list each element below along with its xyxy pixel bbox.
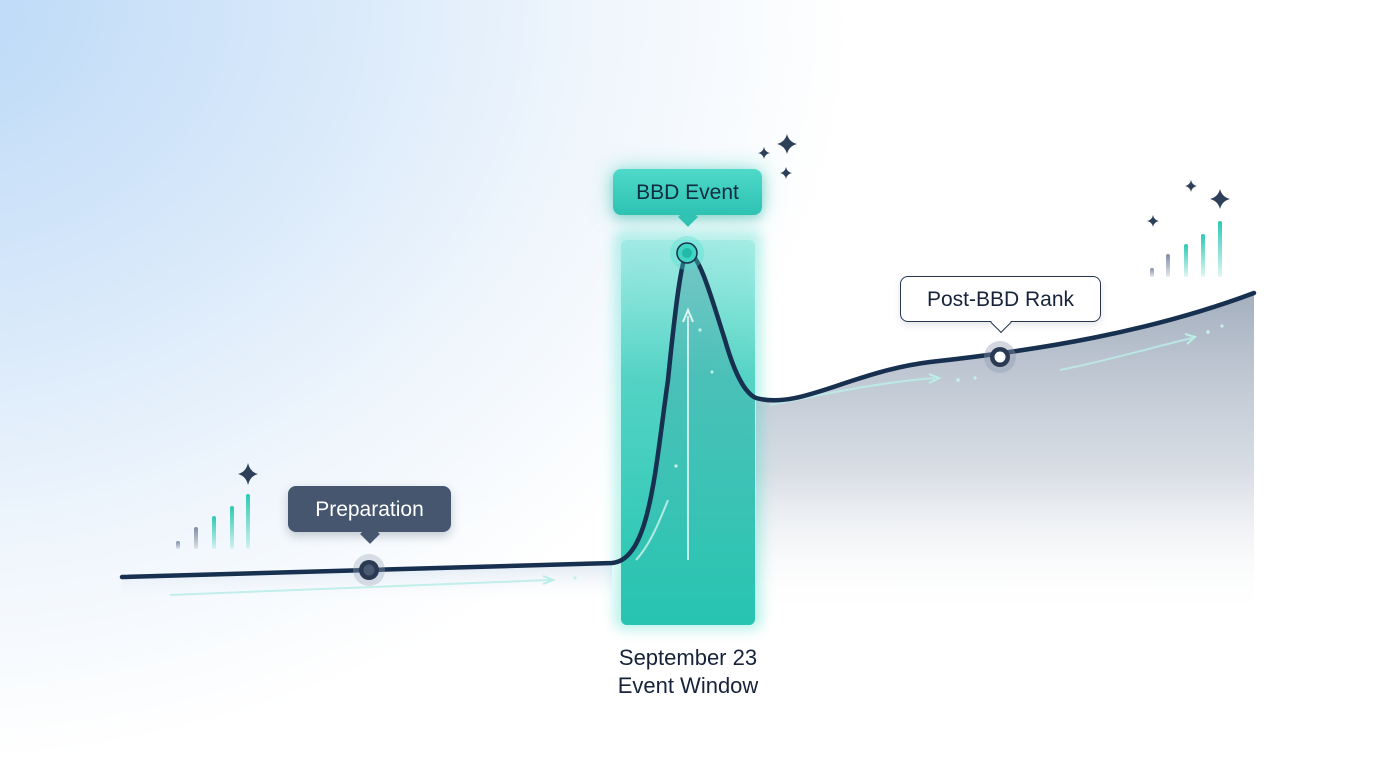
spike-arrow-head: [682, 307, 694, 323]
mini-bar-chart-icon: [176, 494, 250, 549]
post-bbd-rank-callout: Post-BBD Rank: [900, 276, 1101, 322]
preparation-callout: Preparation: [288, 486, 451, 532]
sparkle-icon: [238, 463, 258, 485]
spike-trail: [635, 499, 669, 561]
post-trail-2: [1059, 337, 1193, 371]
preparation-label: Preparation: [315, 497, 424, 521]
preparation-trail-head: [542, 575, 556, 585]
preparation-trail: [169, 579, 551, 596]
particle-dots: [573, 324, 1224, 580]
bbd-peak-marker: [670, 236, 704, 270]
post-bbd-rank-label: Post-BBD Rank: [926, 287, 1075, 311]
sparkle-icon: [758, 134, 797, 179]
event-window-caption: September 23 Event Window: [588, 644, 788, 700]
post-trail-2-head: [1184, 333, 1198, 345]
spike-area: [621, 252, 755, 625]
post-event-area: [756, 293, 1254, 620]
bbd-event-label: BBD Event: [636, 180, 739, 204]
post-trail-1-head: [928, 373, 942, 384]
preparation-marker: [353, 554, 385, 586]
mini-bar-chart-icon: [1150, 221, 1222, 277]
sparkle-icon: [1147, 180, 1230, 227]
post-bbd-marker: [984, 341, 1016, 373]
preparation-area: [122, 563, 612, 605]
event-window-label: Event Window: [617, 673, 759, 698]
event-window-date: September 23: [618, 645, 758, 670]
bbd-event-callout: BBD Event: [613, 169, 762, 215]
